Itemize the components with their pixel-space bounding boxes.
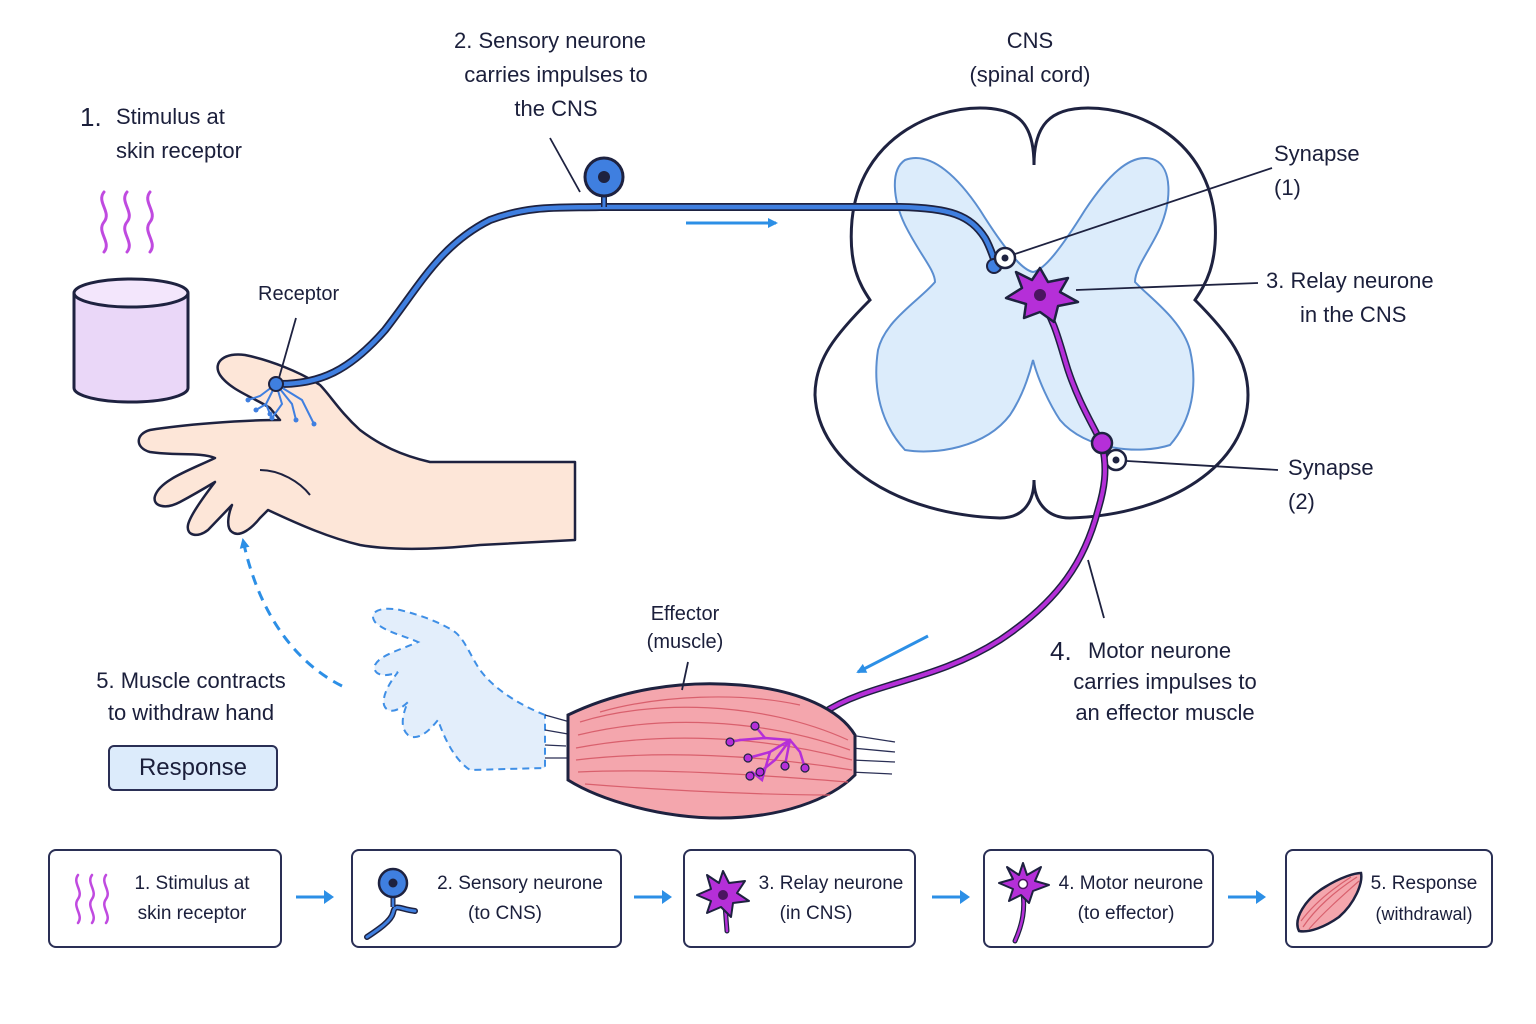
response-box: Response bbox=[108, 745, 278, 791]
motor-label-line1: Motor neurone bbox=[1088, 638, 1232, 663]
motor-label-line3: an effector muscle bbox=[1075, 700, 1255, 725]
effector-muscle bbox=[544, 682, 896, 820]
synapse-1-label-line2: (1) bbox=[1274, 175, 1301, 200]
step-motor: 4. Motor neurone (to effector) bbox=[983, 849, 1214, 948]
flow-arrow-4 bbox=[1228, 890, 1266, 904]
withdrawal-arrow bbox=[239, 538, 343, 688]
step-response: 5. Response (withdrawal) bbox=[1285, 849, 1493, 948]
step-4-label-line1: 4. Motor neurone bbox=[1058, 873, 1204, 894]
step-1-label-line1: 1. Stimulus at bbox=[134, 873, 250, 894]
stimulus-number: 1. bbox=[80, 102, 102, 132]
motor-neurone-icon bbox=[998, 862, 1050, 944]
leader-lines bbox=[278, 137, 1279, 691]
hand bbox=[137, 353, 577, 551]
step-sensory: 2. Sensory neurone (to CNS) bbox=[351, 849, 622, 948]
relay-neurone bbox=[1004, 266, 1104, 444]
sensory-neurone bbox=[272, 156, 1002, 389]
synapse-2-label-line1: Synapse bbox=[1288, 455, 1374, 480]
cns-label-line1: CNS bbox=[1006, 28, 1054, 53]
step-4-label-line2: (to effector) bbox=[1077, 903, 1175, 924]
step-2-label-line2: (to CNS) bbox=[468, 903, 542, 924]
synapse-2-label-line2: (2) bbox=[1288, 489, 1315, 514]
step-3-label-line1: 3. Relay neurone bbox=[758, 873, 904, 894]
step-1-label-line2: skin receptor bbox=[137, 903, 247, 924]
synapse-1-label-line1: Synapse bbox=[1274, 141, 1360, 166]
synapse-1 bbox=[993, 246, 1017, 270]
flow-arrow-1 bbox=[296, 890, 334, 904]
response-label-line1: 5. Muscle contracts bbox=[96, 668, 286, 693]
cns-label-line2: (spinal cord) bbox=[969, 62, 1091, 87]
muscle-icon bbox=[1296, 871, 1363, 933]
motor-end-plates bbox=[728, 724, 807, 783]
effector-label-line1: Effector bbox=[650, 603, 720, 625]
receptor bbox=[268, 376, 284, 392]
receptor-label: Receptor bbox=[258, 283, 340, 305]
relay-label-line2: in the CNS bbox=[1300, 302, 1407, 327]
step-stimulus: 1. Stimulus at skin receptor bbox=[48, 849, 282, 948]
step-5-label-line1: 5. Response bbox=[1370, 873, 1478, 894]
synapse-2 bbox=[1104, 448, 1128, 472]
withdrawn-hand-outline bbox=[372, 607, 546, 772]
relay-neurone-icon bbox=[696, 870, 750, 934]
stimulus-label-line2: skin receptor bbox=[116, 138, 242, 163]
sensory-label-line1: 2. Sensory neurone bbox=[453, 28, 647, 53]
stimulus-label-line1: Stimulus at bbox=[116, 104, 225, 129]
heat-waves-icon bbox=[100, 190, 154, 254]
response-label-line2: to withdraw hand bbox=[107, 700, 275, 725]
flow-arrow-2 bbox=[634, 890, 672, 904]
step-2-label-line1: 2. Sensory neurone bbox=[437, 873, 603, 894]
sensory-label-line3: the CNS bbox=[514, 96, 598, 121]
motor-number: 4. bbox=[1050, 636, 1072, 666]
step-3-label-line2: (in CNS) bbox=[779, 903, 853, 924]
motor-label-line2: carries impulses to bbox=[1073, 669, 1257, 694]
sensory-neurone-icon bbox=[364, 867, 418, 940]
step-5-label-line2: (withdrawal) bbox=[1375, 904, 1473, 924]
step-relay: 3. Relay neurone (in CNS) bbox=[683, 849, 916, 948]
heat-waves-icon bbox=[75, 873, 109, 925]
motor-neurone bbox=[786, 431, 1114, 744]
relay-label-line1: 3. Relay neurone bbox=[1266, 268, 1434, 293]
flow-arrow-3 bbox=[932, 890, 970, 904]
motor-cell-body bbox=[1090, 431, 1114, 455]
hot-object bbox=[72, 277, 190, 404]
effector-label-line2: (muscle) bbox=[646, 631, 724, 653]
motor-impulse-arrow bbox=[856, 634, 929, 674]
sensory-label-line2: carries impulses to bbox=[464, 62, 648, 87]
